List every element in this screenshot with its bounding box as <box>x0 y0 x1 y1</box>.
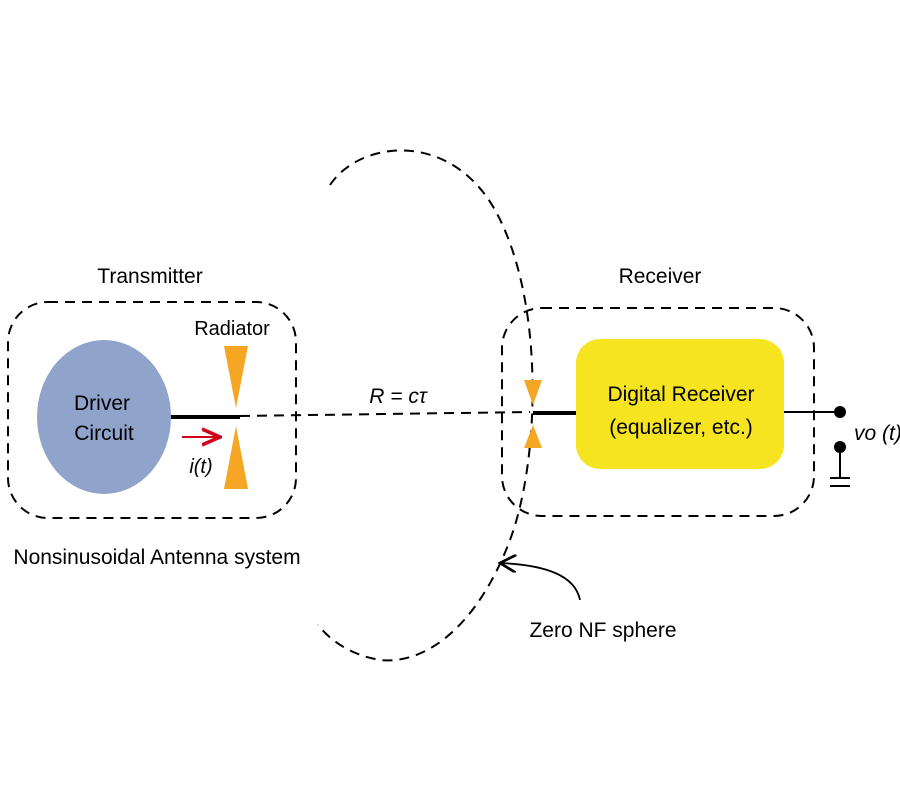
output-label: vo (t) <box>854 422 900 445</box>
radiator-lower-element <box>224 426 248 489</box>
receive-antenna-lower <box>524 425 542 448</box>
propagation-path <box>239 411 531 417</box>
radiator-label: Radiator <box>194 318 270 340</box>
zero-nf-sphere <box>317 149 534 662</box>
driver-label-1: Driver <box>74 392 130 415</box>
radiator-upper-element <box>224 346 248 408</box>
distance-label: R = cτ <box>369 385 428 408</box>
current-label: i(t) <box>189 456 212 478</box>
sphere-label: Zero NF sphere <box>529 619 676 642</box>
receiver-block-label-1: Digital Receiver <box>607 383 754 406</box>
receive-antenna-upper <box>524 380 542 405</box>
output-terminal <box>834 406 846 418</box>
driver-circuit <box>37 340 171 494</box>
sphere-pointer-arrow <box>500 563 581 601</box>
transmitter-boundary <box>7 301 297 519</box>
transmitter-title: Transmitter <box>97 265 202 288</box>
receiver-title: Receiver <box>619 265 702 288</box>
output-label-text: vo (t) <box>854 422 900 445</box>
receiver-block-label-2: (equalizer, etc.) <box>609 416 753 439</box>
driver-label-2: Circuit <box>74 422 134 445</box>
digital-receiver-block <box>576 339 784 469</box>
system-label: Nonsinusoidal Antenna system <box>13 546 300 569</box>
